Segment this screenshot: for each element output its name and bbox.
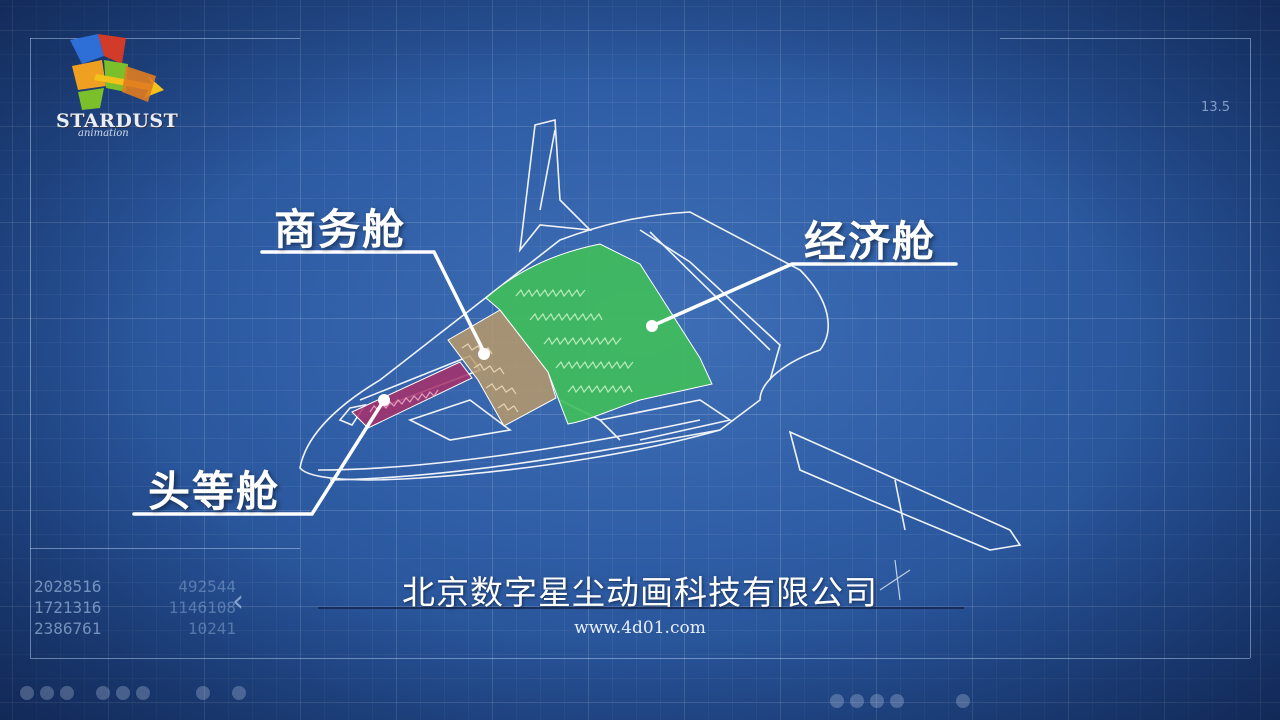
economy-leader-line <box>650 262 958 328</box>
frame-top-left <box>30 38 300 39</box>
frame-left <box>30 38 31 658</box>
company-name: 北京数字星尘动画科技有限公司 <box>402 573 878 612</box>
number-row: 1721316 1146108 <box>34 597 236 618</box>
first-leader-line <box>132 398 386 516</box>
number-a: 2386761 <box>34 619 102 638</box>
company-underline <box>318 607 964 609</box>
number-b: 492544 <box>178 577 236 596</box>
number-b: 10241 <box>187 619 236 638</box>
company-url: www.4d01.com <box>574 618 706 638</box>
business-class-label: 商务舱 <box>274 205 407 254</box>
number-a: 2028516 <box>34 577 102 596</box>
number-readout: 2028516 492544 1721316 1146108 2386761 1024… <box>34 576 236 639</box>
number-b: 1146108 <box>168 598 236 617</box>
first-class-label: 头等舱 <box>148 467 281 516</box>
ticker-value: 13.5 <box>1201 100 1230 115</box>
number-a: 1721316 <box>34 598 102 617</box>
stardust-logo-icon <box>70 34 164 110</box>
economy-class-label: 经济舱 <box>804 217 937 266</box>
frame-bottom <box>30 658 1250 659</box>
frame-top-right <box>1000 38 1250 39</box>
frame-bottom-sub <box>30 548 300 549</box>
first-class-section <box>351 361 473 429</box>
logo-subtitle: animation <box>78 128 129 139</box>
frame-right <box>1250 38 1251 658</box>
economy-class-section <box>485 243 713 425</box>
number-row: 2028516 492544 <box>34 576 236 597</box>
business-leader-line <box>260 250 486 354</box>
logo-name: STARDUST <box>56 110 179 132</box>
number-row: 2386761 10241 <box>34 618 236 639</box>
chevron-left-icon: ‹ <box>232 584 244 619</box>
